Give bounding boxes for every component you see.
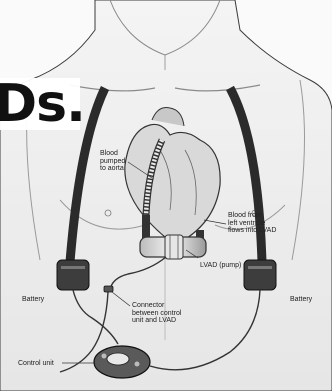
label-connector: Connector between control unit and LVAD [132, 302, 181, 325]
label-battery-left: Battery [22, 296, 44, 304]
label-blood-pumped: Blood pumped to aorta [100, 150, 125, 173]
label-battery-right: Battery [290, 296, 312, 304]
heading-fragment: Ds. [0, 76, 85, 132]
label-blood-from-ventricle: Blood from left ventricle flows into LVA… [228, 212, 276, 235]
label-control-unit: Control unit [18, 360, 54, 368]
battery-left [57, 260, 89, 290]
control-unit [94, 346, 150, 378]
battery-right [244, 260, 276, 290]
label-lvad-pump: LVAD (pump) [200, 262, 241, 270]
connector [104, 286, 113, 292]
